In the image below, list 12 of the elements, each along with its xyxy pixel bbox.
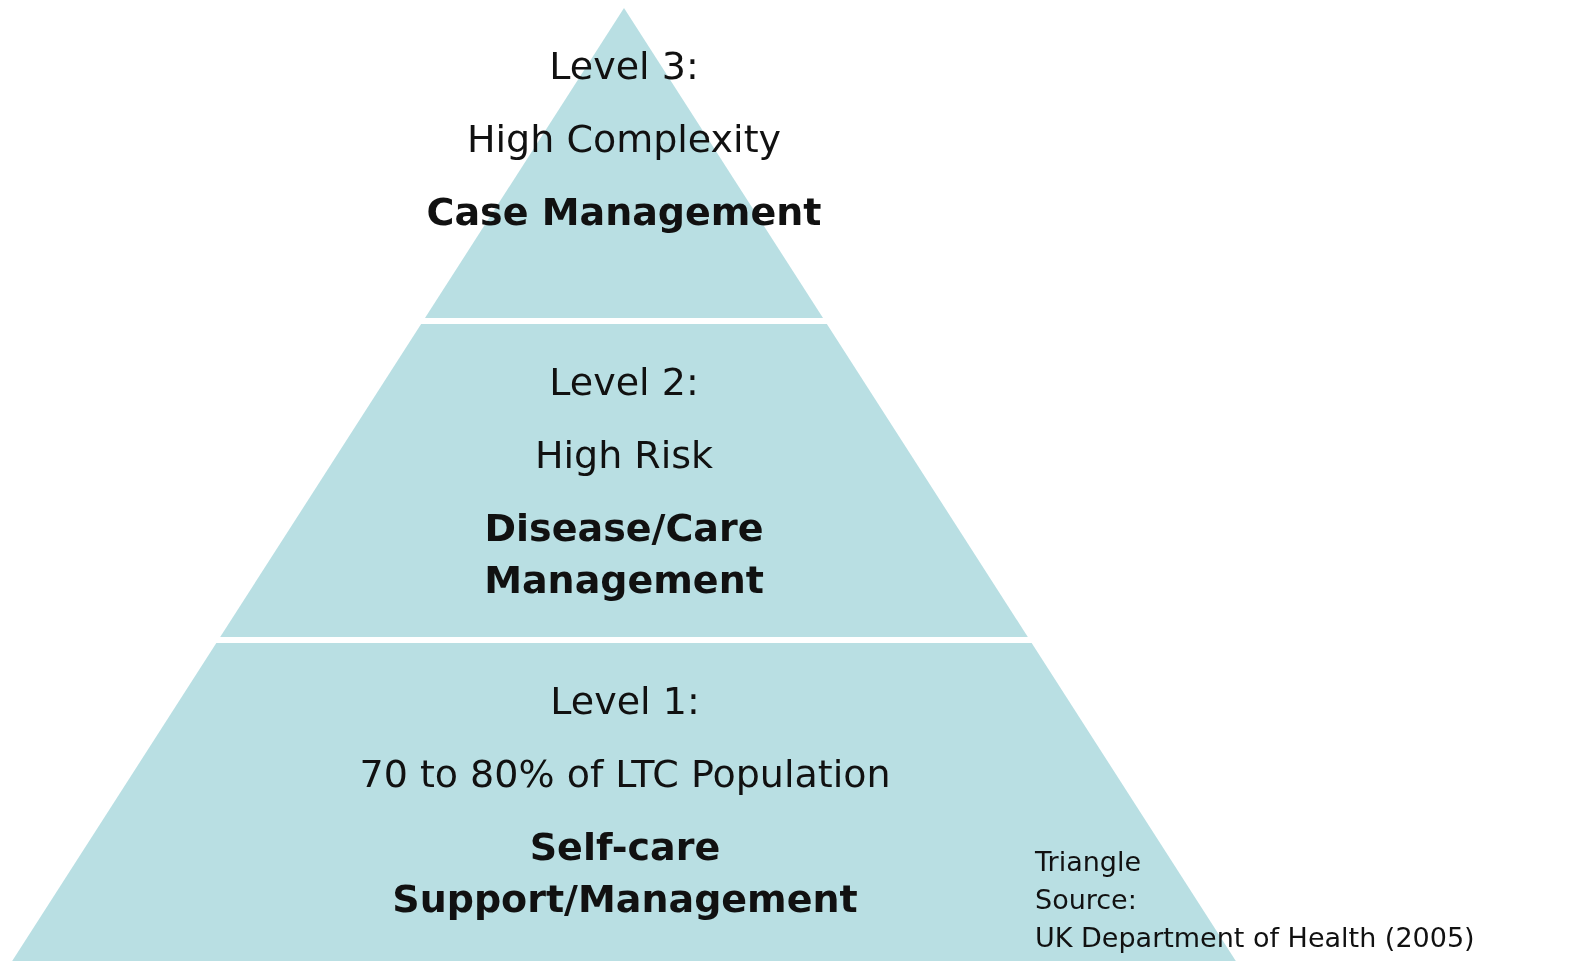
level-title: Self-care Support/Management	[391, 824, 859, 923]
level-description: High Risk	[534, 432, 714, 479]
source-note: UK Department of Health (2005)	[1035, 921, 1475, 955]
level-heading: Level 2:	[549, 359, 699, 406]
level-heading: Level 1:	[550, 678, 700, 725]
level-title: Case Management	[426, 189, 822, 236]
level-heading: Level 3:	[549, 43, 699, 90]
level-description: 70 to 80% of LTC Population	[359, 751, 891, 798]
source-note: Triangle	[1035, 845, 1142, 879]
level-description: High Complexity	[467, 116, 781, 163]
source-note: Source:	[1035, 883, 1137, 917]
level-title: Disease/Care Management	[483, 505, 765, 604]
